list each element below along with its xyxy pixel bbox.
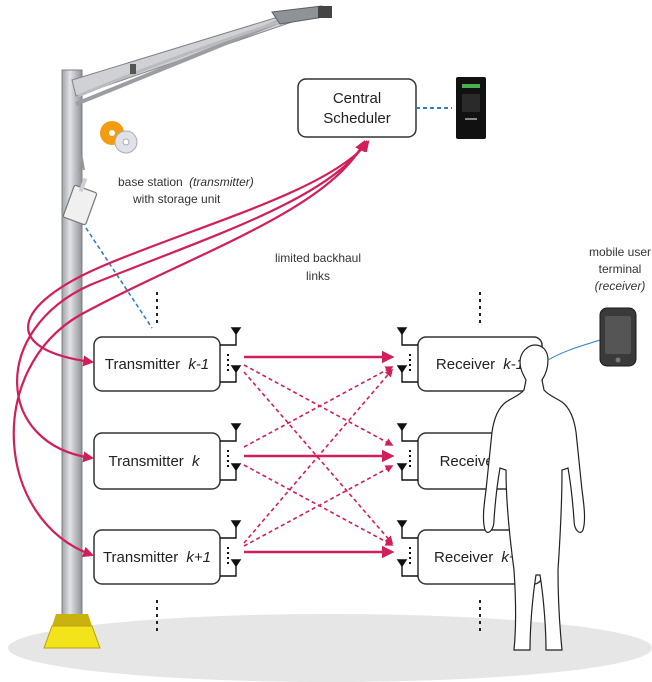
receiver-antennas — [396, 327, 418, 577]
svg-text:Receiver k-1: Receiver k-1 — [436, 356, 524, 373]
base-station-label-line2: with storage unit — [132, 192, 221, 206]
mobile-phone-icon — [599, 307, 637, 367]
svg-text:Transmitter k-1: Transmitter k-1 — [105, 356, 209, 373]
base-station-role: (transmitter) — [189, 175, 254, 189]
receiver-name: Receiver — [440, 453, 499, 470]
mobile-user-figure — [482, 339, 601, 651]
mobile-label-line1: mobile user — [589, 245, 651, 259]
backhaul-label-line2: links — [306, 269, 330, 283]
mobile-label-line3: (receiver) — [595, 279, 646, 293]
backhaul-links — [12, 140, 370, 558]
ground-shadow — [8, 614, 652, 682]
direct-links — [244, 350, 395, 559]
receiver-name: Receiver — [434, 549, 493, 566]
svg-text:Transmitter k+1: Transmitter k+1 — [103, 549, 211, 566]
server-icon — [456, 77, 486, 139]
transmitter-index: k+1 — [186, 549, 211, 566]
transmitter-k-minus-1: Transmitter k-1 — [93, 336, 221, 392]
scheduler-label-line1: Central — [333, 90, 381, 107]
transmitter-index: k-1 — [188, 356, 209, 373]
backhaul-label-line1: limited backhaul — [275, 251, 361, 265]
base-station-label: base station — [118, 175, 183, 189]
base-station-link — [85, 227, 153, 329]
central-scheduler-box — [297, 78, 417, 138]
transmitter-antennas — [220, 327, 242, 577]
svg-text:Transmitter k: Transmitter k — [109, 453, 201, 470]
receiver-index: k-1 — [503, 356, 524, 373]
transmitter-k: Transmitter k — [93, 432, 221, 490]
transmitter-k-plus-1: Transmitter k+1 — [93, 529, 221, 585]
storage-disk-icon — [100, 121, 138, 154]
receiver-k-minus-1: Receiver k-1 — [417, 336, 543, 392]
transmitter-name: Transmitter — [105, 356, 180, 373]
receiver-name: Receiver — [436, 356, 495, 373]
transmitter-name: Transmitter — [109, 453, 184, 470]
mobile-label-line2: terminal — [599, 262, 642, 276]
scheduler-label-line2: Scheduler — [323, 110, 391, 127]
transmitter-name: Transmitter — [103, 549, 178, 566]
svg-text:base station (transmitter): base station (transmitter) — [118, 175, 254, 189]
